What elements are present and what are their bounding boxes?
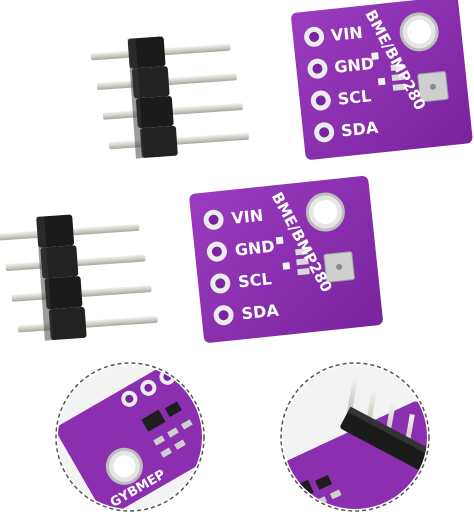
pin-pad-sda	[314, 122, 335, 143]
pin-pad-scl	[310, 90, 331, 111]
sensor-board-top: VIN GND SCL SDA BME/BMP280	[291, 0, 473, 160]
header-pin	[108, 132, 249, 150]
detail-circle-right	[280, 362, 430, 512]
pin-label-sda: SDA	[241, 300, 281, 323]
pin-label-gnd: GND	[234, 237, 276, 260]
sensor-chip-icon	[417, 71, 449, 103]
pin-label-sda: SDA	[340, 118, 380, 141]
sensor-chip-icon	[323, 251, 355, 283]
pin-pad-gnd	[206, 241, 227, 262]
pin-label-vin: VIN	[330, 23, 364, 45]
pin-label-scl: SCL	[237, 269, 272, 291]
pin-pad-scl	[210, 273, 231, 294]
header-pins-bottom	[0, 214, 158, 341]
pin-label-gnd: GND	[333, 54, 375, 77]
header-pin	[17, 315, 158, 333]
header-housing	[127, 36, 178, 159]
pin-pad-vin	[203, 209, 224, 230]
pin-pad-vin	[304, 26, 325, 47]
detail-circle-left: GYBMEP	[55, 362, 205, 512]
pin-label-scl: SCL	[337, 86, 372, 108]
sensor-board-bottom: VIN GND SCL SDA BME/BMP280	[189, 176, 383, 343]
pin-pad-sda	[213, 305, 234, 326]
pin-label-vin: VIN	[231, 206, 265, 228]
header-pins-icon	[340, 377, 427, 471]
header-housing	[36, 214, 87, 341]
pin-pad-gnd	[307, 58, 328, 79]
header-pins-top	[90, 36, 249, 159]
